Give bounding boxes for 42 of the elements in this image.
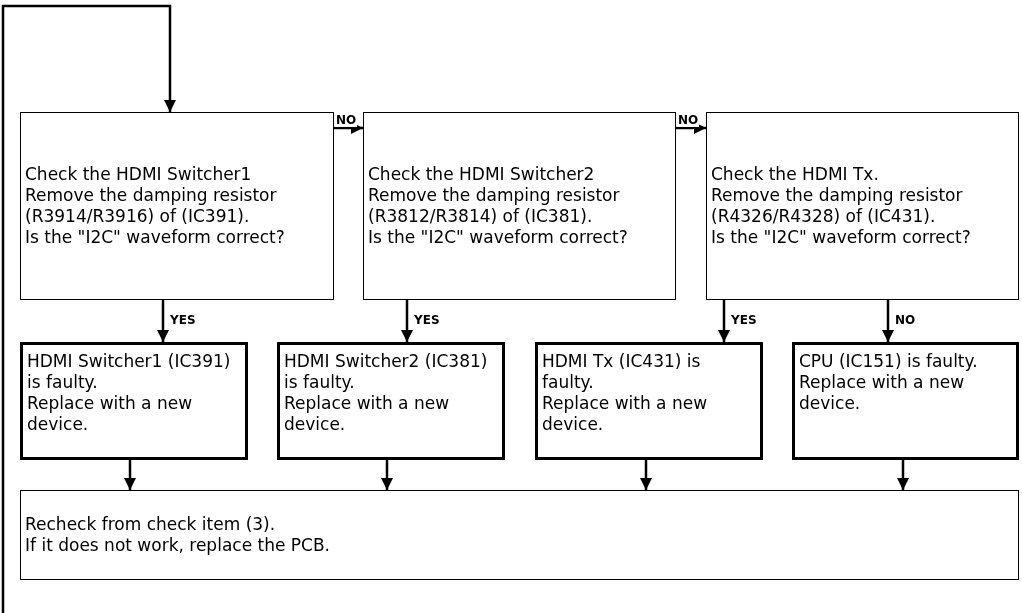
node-text: Remove the damping resistor (R3914/R3916) of (IC391). (25, 185, 278, 227)
node-text: HDMI Switcher1 (IC391) is faulty. (27, 351, 232, 393)
node-text: HDMI Switcher2 (IC381) is faulty. (284, 351, 489, 393)
arrow (400, 300, 414, 342)
node-text: Check the HDMI Tx. (711, 164, 880, 185)
node-text: Replace with a new device. (27, 393, 194, 435)
node-text: Is the "I2C" waveform correct? (368, 227, 629, 248)
node-text: Check the HDMI Switcher2 (368, 164, 596, 185)
node-text: CPU (IC151) is faulty. (799, 351, 979, 372)
edge-label: YES (413, 313, 441, 327)
node-text: Replace with a new device. (542, 393, 709, 435)
arrow (881, 300, 895, 342)
edge-label: YES (169, 313, 197, 327)
edge-label: NO (335, 113, 358, 127)
decision-box (20, 112, 334, 300)
node-text: Is the "I2C" waveform correct? (711, 227, 972, 248)
edge-label: YES (730, 313, 758, 327)
node-text: Recheck from check item (3). (25, 514, 277, 535)
node-text: Remove the damping resistor (R4326/R4328) of (IC431). (711, 185, 964, 227)
decision-box (363, 112, 676, 300)
node-text: Is the "I2C" waveform correct? (25, 227, 286, 248)
arrow (639, 460, 653, 490)
arrow (896, 460, 910, 490)
node-text: Remove the damping resistor (R3812/R3814) of (IC381). (368, 185, 621, 227)
node-text: If it does not work, replace the PCB. (25, 535, 331, 556)
node-text: Replace with a new device. (799, 372, 966, 414)
decision-box (706, 112, 1019, 300)
node-text: Replace with a new device. (284, 393, 451, 435)
edge-label: NO (894, 313, 917, 327)
result-box (277, 342, 505, 460)
node-text: HDMI Tx (IC431) is faulty. (542, 351, 702, 393)
edge-label: NO (677, 113, 700, 127)
result-box (20, 342, 248, 460)
result-box (535, 342, 763, 460)
node-text: Check the HDMI Switcher1 (25, 164, 253, 185)
result-box (792, 342, 1019, 460)
arrow (380, 460, 394, 490)
arrow (123, 460, 137, 490)
arrow (1, 4, 177, 613)
arrow (717, 300, 731, 342)
process-box (20, 490, 1019, 580)
arrow (156, 300, 170, 342)
